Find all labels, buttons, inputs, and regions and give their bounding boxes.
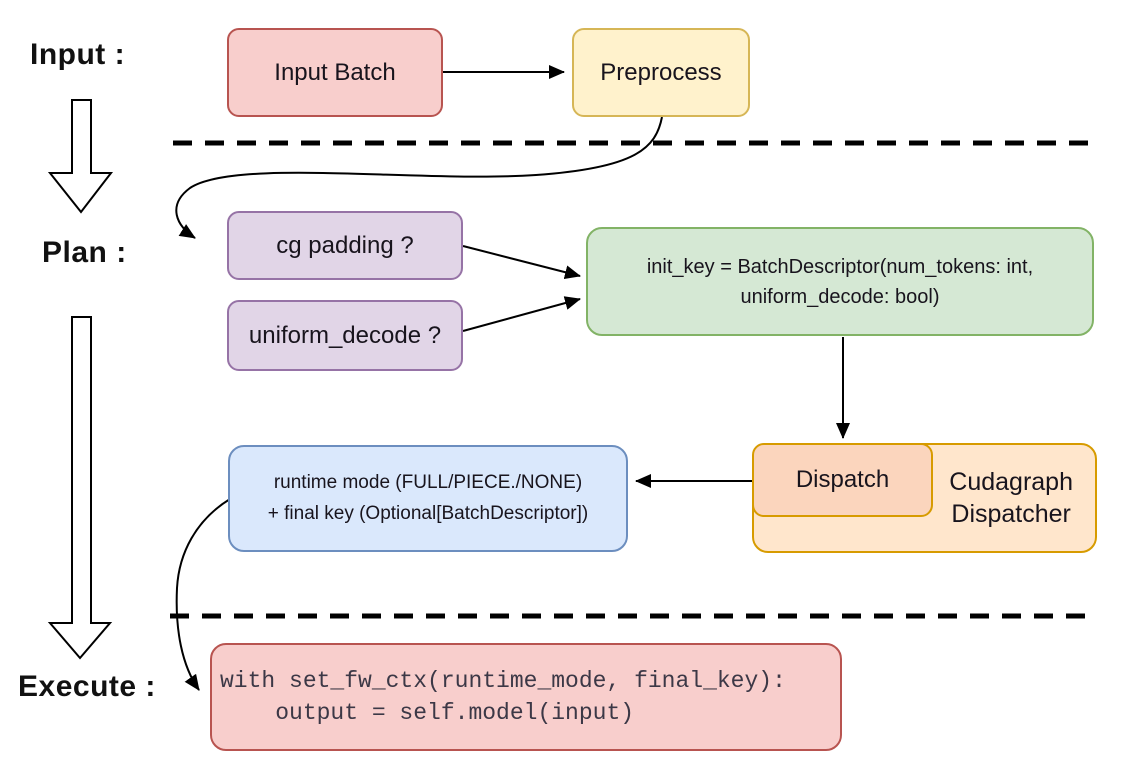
arrow-cgpadding-to-initkey xyxy=(462,245,581,280)
node-execute-code: with set_fw_ctx(runtime_mode, final_key)… xyxy=(210,643,842,751)
input-stage-arrow-icon xyxy=(47,99,114,214)
arrow-preprocess-to-plan xyxy=(175,116,663,239)
node-init-key-batchdescriptor: init_key = BatchDescriptor(num_tokens: i… xyxy=(586,227,1094,336)
stage-label-execute: Execute : xyxy=(18,670,156,703)
arrow-uniformdecode-to-initkey xyxy=(462,296,581,332)
node-input-batch: Input Batch xyxy=(227,28,443,117)
node-runtime-mode-final-key: runtime mode (FULL/PIECE./NONE) + final … xyxy=(228,445,628,552)
node-cg-padding: cg padding ? xyxy=(227,211,463,280)
node-uniform-decode: uniform_decode ? xyxy=(227,300,463,371)
node-dispatch: Dispatch xyxy=(752,443,933,517)
stage-label-plan: Plan : xyxy=(42,236,127,269)
plan-stage-arrow-icon xyxy=(47,316,113,660)
node-preprocess: Preprocess xyxy=(572,28,750,117)
arrow-runtimemode-to-execute xyxy=(175,498,231,691)
stage-label-input: Input : xyxy=(30,38,126,71)
